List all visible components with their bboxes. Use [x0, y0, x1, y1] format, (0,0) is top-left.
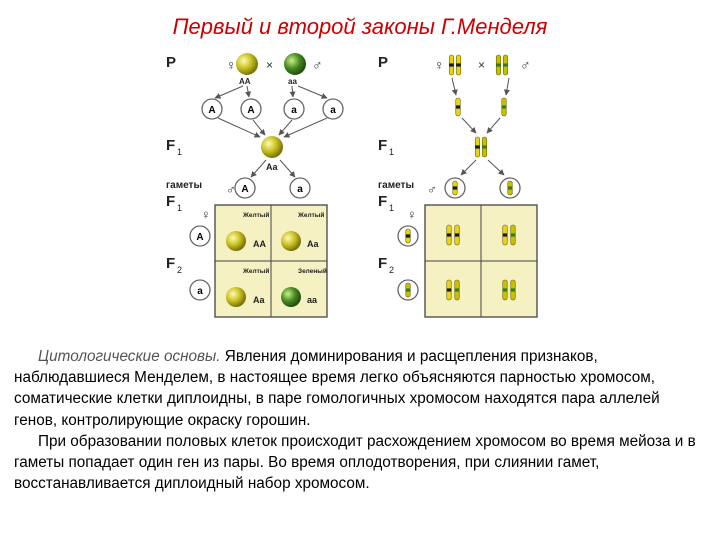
female-symbol: ♀: [407, 207, 417, 222]
parent-gametes: A A a a: [201, 98, 344, 120]
gene-band: [454, 233, 460, 237]
gene-band: [449, 63, 454, 67]
label-f1: F: [378, 137, 387, 154]
gamete-label: a: [197, 286, 203, 297]
pea-yellow-parent: [236, 53, 258, 75]
gamete-label: A: [247, 105, 254, 116]
label-f2-sub: 2: [389, 265, 394, 275]
gene-band: [503, 63, 508, 67]
label-p: P: [166, 54, 176, 71]
chromosome-pair: [502, 224, 516, 246]
label-f2-sub: 2: [177, 265, 182, 275]
female-symbol: ♀: [201, 207, 211, 222]
paragraph-2-text: При образовании половых клеток происходи…: [14, 432, 696, 493]
gene-band: [502, 233, 508, 237]
label-f2: F: [378, 255, 387, 272]
chromosome-pair-dominant: [448, 54, 462, 76]
parent-genotype-2: aa: [288, 77, 297, 86]
paragraph-2: При образовании половых клеток происходи…: [14, 431, 706, 495]
f1-genotype: Aa: [266, 162, 278, 172]
label-f1b-sub: 1: [177, 203, 182, 213]
pea-green-parent: [284, 53, 306, 75]
explanation-text: Цитологические основы. Явления доминиров…: [14, 346, 706, 494]
gamete-label: a: [291, 105, 297, 116]
cell-genotype: Aa: [253, 295, 265, 305]
gene-band: [482, 145, 487, 149]
gamete-label: A: [196, 232, 203, 243]
label-f1: F: [166, 137, 175, 154]
label-gametes: гаметы: [378, 180, 414, 191]
gamete-label: A: [241, 184, 248, 195]
gene-band: [454, 288, 460, 292]
female-symbol: ♀: [434, 57, 445, 73]
chromosome-pair-f1: [474, 136, 488, 158]
phenotype-label: Желтый: [297, 211, 324, 219]
gene-band: [405, 234, 411, 238]
label-f1b-sub: 1: [389, 203, 394, 213]
label-f1-sub: 1: [177, 147, 182, 157]
gamete-chromosome: [507, 180, 513, 196]
gamete-chromosome: [405, 282, 411, 298]
label-gametes: гаметы: [166, 180, 202, 191]
right-diagram: P F 1 гаметы F 1 F 2 ♀ × ♂ ♂ ♀: [378, 54, 538, 318]
pea-yellow: [226, 287, 246, 307]
gene-band: [475, 145, 480, 149]
pea-yellow: [226, 231, 246, 251]
female-symbol: ♀: [226, 57, 237, 73]
male-symbol: ♂: [520, 57, 531, 73]
pea-yellow-f1: [261, 136, 283, 158]
gene-band: [446, 233, 452, 237]
chromosome-pair: [446, 224, 460, 246]
gene-band: [510, 233, 516, 237]
chromosome-pair-recessive: [495, 54, 509, 76]
gene-band: [456, 63, 461, 67]
punnett-square-left: Желтый AA Желтый Aa Желтый Aa Зеленый aa: [214, 204, 328, 318]
label-f1b: F: [166, 193, 175, 210]
phenotype-label: Желтый: [242, 211, 269, 219]
label-p: P: [378, 54, 388, 71]
chromosome-pair: [446, 279, 460, 301]
phenotype-label: Желтый: [242, 267, 269, 275]
label-f2: F: [166, 255, 175, 272]
page-title: Первый и второй законы Г.Менделя: [172, 14, 548, 39]
gene-band: [452, 186, 458, 190]
paragraph-1-text: Явления доминирования и расщепления приз…: [14, 348, 660, 429]
male-symbol: ♂: [312, 57, 323, 73]
cross-symbol: ×: [266, 58, 273, 72]
gene-band: [507, 186, 513, 190]
gene-band: [501, 105, 507, 109]
gene-band: [510, 288, 516, 292]
gene-band: [455, 105, 461, 109]
parent-genotype-1: AA: [239, 77, 251, 86]
section-heading: Цитологические основы.: [38, 348, 221, 365]
punnett-square-right: [424, 204, 538, 318]
gamete-chromosome: [452, 180, 458, 196]
gene-band: [405, 288, 411, 292]
pea-green: [281, 287, 301, 307]
label-f1-sub: 1: [389, 147, 394, 157]
gamete-label: a: [330, 105, 336, 116]
gamete-label: a: [297, 184, 303, 195]
label-f1b: F: [378, 193, 387, 210]
gene-band: [502, 288, 508, 292]
male-symbol: ♂: [226, 182, 236, 197]
male-symbol: ♂: [427, 182, 437, 197]
cell-genotype: aa: [307, 295, 318, 305]
cell-genotype: Aa: [307, 239, 319, 249]
gamete-label: A: [208, 105, 215, 116]
gamete-chromosome: [405, 228, 411, 244]
chromosome-pair: [502, 279, 516, 301]
gene-band: [446, 288, 452, 292]
gene-band: [496, 63, 501, 67]
phenotype-label: Зеленый: [298, 267, 327, 275]
cross-symbol: ×: [478, 58, 485, 72]
left-diagram: P F 1 гаметы F 1 F 2 ♀ AA × aa ♂ A A a a: [166, 53, 344, 318]
paragraph-1: Цитологические основы. Явления доминиров…: [14, 346, 706, 431]
gamete-chromosome: [455, 97, 461, 117]
cell-genotype: AA: [253, 239, 266, 249]
gamete-chromosome: [501, 97, 507, 117]
pea-yellow: [281, 231, 301, 251]
mendel-diagrams: P F 1 гаметы F 1 F 2 ♀ AA × aa ♂ A A a a: [166, 53, 538, 318]
